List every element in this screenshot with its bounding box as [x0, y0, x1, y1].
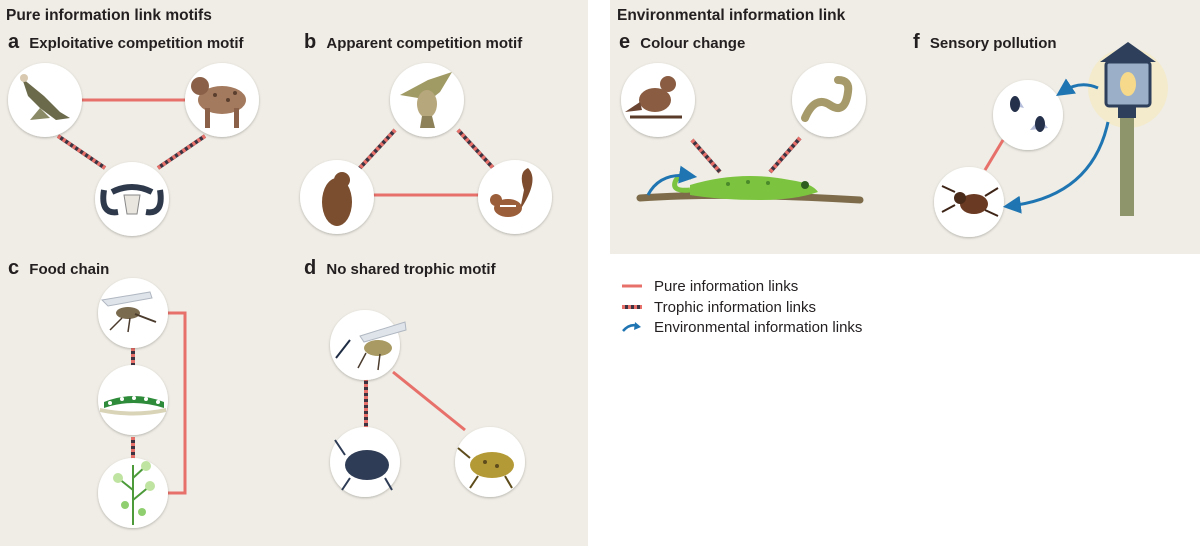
panel-b-letter: b — [304, 31, 317, 53]
marmot-node — [300, 160, 374, 234]
panel-d-letter: d — [304, 257, 317, 279]
legend-environmental-swatch — [622, 322, 641, 332]
lamp-post — [1088, 42, 1168, 216]
pure-link-c — [165, 311, 187, 495]
pure-section-title: Pure information link motifs — [6, 7, 212, 24]
aphid-green-node — [455, 427, 525, 497]
snake-node — [792, 63, 866, 137]
caterpillar-node — [98, 365, 168, 435]
panel-b-links — [356, 128, 497, 197]
panel-f-title: Sensory pollution — [929, 35, 1057, 52]
vulture-node — [8, 63, 82, 137]
trophic-link-e2-dash — [768, 136, 802, 174]
panel-e-title: Colour change — [640, 35, 746, 52]
legend-environmental-label: Environmental information links — [654, 318, 863, 336]
legend-item-pure: Pure information links — [622, 276, 798, 296]
hyena-node — [185, 63, 259, 137]
bird-node — [621, 63, 695, 137]
mosquito-node — [98, 278, 168, 348]
panel-c-letter: c — [8, 257, 20, 279]
panel-f-letter: f — [913, 31, 920, 53]
pure-link-f — [983, 139, 1005, 171]
fly-node — [330, 310, 407, 380]
panel-f-heading: f Sensory pollution — [913, 31, 1057, 54]
panel-d-heading: d No shared trophic motif — [304, 257, 496, 280]
environmental-link-f2 — [1002, 121, 1110, 214]
panel-e-heading: e Colour change — [619, 31, 745, 54]
panel-a-title: Exploitative competition motif — [29, 35, 244, 52]
legend-pure-swatch — [622, 284, 642, 288]
panel-d-title: No shared trophic motif — [326, 261, 496, 278]
panel-a-heading: a Exploitative competition motif — [8, 31, 243, 54]
trophic-link-b2 — [456, 128, 497, 172]
legend-item-environmental: Environmental information links — [622, 317, 862, 337]
panel-c-heading: c Food chain — [8, 257, 109, 280]
aphid-dark-node — [330, 427, 400, 497]
panel-d-links — [364, 370, 466, 432]
legend-trophic-label: Trophic information links — [654, 298, 817, 316]
squirrel-node — [478, 160, 552, 234]
trophic-link-e1-dash — [690, 138, 722, 174]
panel-e-letter: e — [619, 31, 631, 53]
panel-b-title: Apparent competition motif — [326, 35, 523, 52]
environmental-link-f1 — [1056, 78, 1099, 96]
pure-link-d — [392, 370, 466, 432]
spider-node — [934, 167, 1004, 237]
moths-node — [993, 80, 1063, 150]
legend-trophic-swatch — [622, 305, 642, 309]
legend-pure-label: Pure information links — [654, 277, 799, 295]
trophic-link-a2 — [156, 134, 207, 170]
buffalo-skull-node — [95, 162, 169, 236]
panel-c-links — [131, 311, 187, 495]
environmental-panel-background — [610, 0, 1200, 254]
panel-c-title: Food chain — [29, 261, 110, 278]
trophic-link-a1 — [56, 134, 107, 170]
environmental-link-e — [646, 165, 698, 196]
chameleon-branch — [636, 172, 864, 204]
panel-b-heading: b Apparent competition motif — [304, 31, 522, 54]
environmental-section-title: Environmental information link — [617, 7, 846, 24]
trophic-link-b1 — [356, 128, 397, 172]
panel-a-letter: a — [8, 31, 20, 53]
panel-a-links — [56, 98, 207, 170]
hawk-node — [390, 63, 464, 137]
panel-e-links — [690, 136, 802, 174]
legend-item-trophic: Trophic information links — [622, 297, 816, 317]
pea-plant-node — [98, 458, 168, 528]
